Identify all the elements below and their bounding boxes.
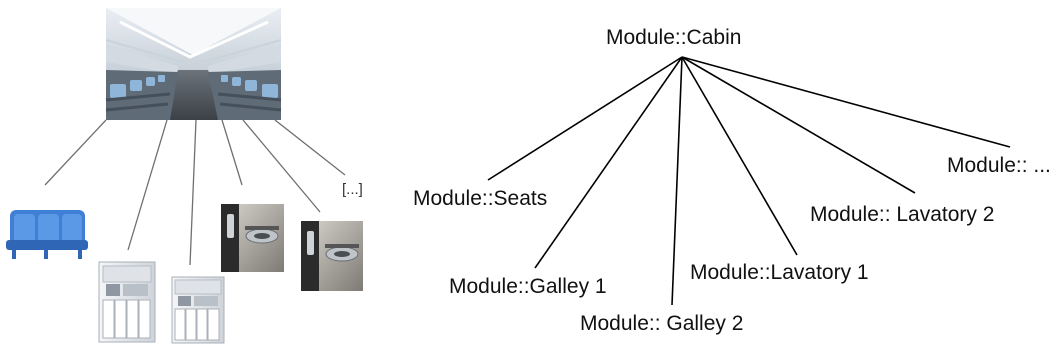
edge-seats [487,56,683,181]
galley-unit-2-icon [171,276,225,344]
node-lavatory-1-label: Module::Lavatory 1 [690,261,869,284]
galley-unit-1-icon [98,261,156,343]
node-lavatory-2-label: Module:: Lavatory 2 [810,203,994,226]
connector-lavatory-2 [242,119,321,213]
connector-galley-1 [127,119,168,251]
connector-more [274,119,346,176]
edge-galley-2 [671,56,683,306]
more-items-text: [...] [342,181,363,198]
node-seats-label: Module::Seats [413,187,547,210]
photo-connectors [44,119,346,266]
airline-seat-row-icon [6,210,88,259]
edge-lavatory-1 [681,56,798,256]
tree-edges [487,56,1011,306]
node-galley-1-label: Module::Galley 1 [449,275,607,298]
node-galley-2-label: Module:: Galley 2 [580,312,743,335]
node-more-label: Module:: ... [947,154,1051,177]
edge-more [681,56,1011,148]
connector-lavatory-1 [221,119,243,186]
connector-galley-2 [189,119,197,266]
lavatory-sink-2-icon [301,221,363,291]
edge-lavatory-2 [681,56,916,194]
edge-galley-1 [534,56,683,269]
connector-seats [44,119,107,186]
root-node-label: Module::Cabin [606,26,741,49]
lavatory-sink-1-icon [221,204,284,272]
aircraft-cabin-interior-icon [105,8,282,120]
